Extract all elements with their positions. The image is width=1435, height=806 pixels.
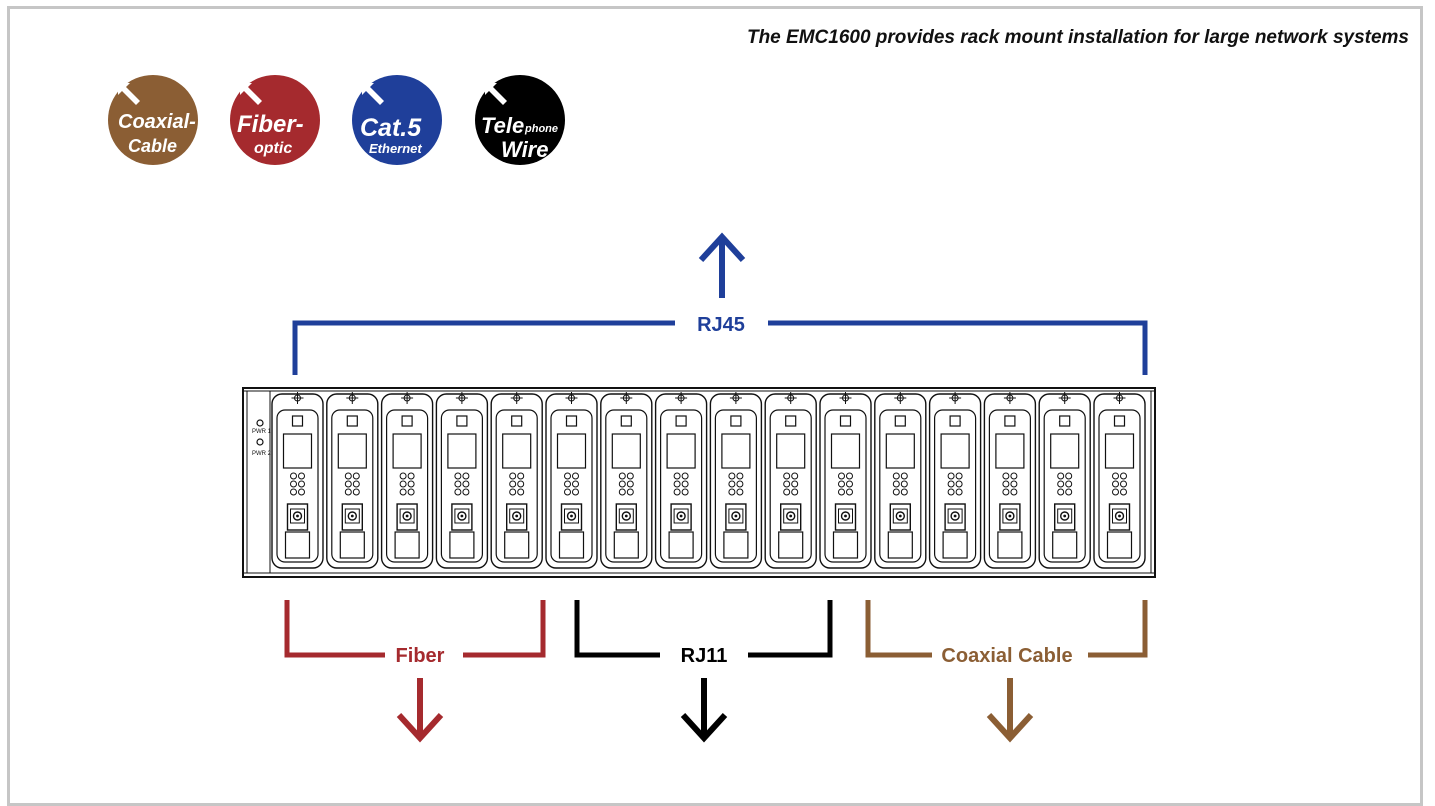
badge-telephone-line2: Wire — [501, 137, 548, 162]
module-slot — [545, 392, 598, 569]
figure-caption: The EMC1600 provides rack mount installa… — [746, 27, 1409, 48]
arrow-down-icon — [986, 678, 1034, 743]
emc1600-chassis: PWR 1 PWR 2 — [242, 387, 1156, 578]
coax-label: Coaxial Cable — [941, 645, 1072, 667]
rj11-label: RJ11 — [681, 645, 728, 667]
badge-telephone-line1b: phone — [524, 123, 558, 135]
module-slot — [271, 392, 324, 569]
power-led-panel: PWR 1 PWR 2 — [252, 419, 272, 457]
module-slot — [600, 392, 653, 569]
badge-telephone-line1a: Tele — [481, 113, 524, 138]
module-slot — [380, 392, 434, 569]
fiber-group: Fiber — [284, 600, 546, 743]
module-slot — [764, 392, 817, 569]
badge-coaxial-line1: Coaxial- — [118, 111, 196, 133]
coax-group: Coaxial Cable — [865, 600, 1148, 743]
badge-telephone-wire: Tele phone Wire — [475, 75, 565, 165]
rj11-group: RJ11 — [574, 600, 833, 743]
module-slot — [1038, 392, 1091, 569]
badge-fiber-line2: optic — [254, 140, 292, 157]
rj45-group: RJ45 — [292, 232, 1148, 375]
arrow-down-icon — [680, 678, 728, 743]
pwr1-label: PWR 1 — [252, 429, 272, 435]
badge-cat5-line1: Cat.5 — [360, 114, 422, 142]
module-slots — [271, 392, 1146, 569]
rj11-bracket — [574, 600, 833, 658]
module-slot — [435, 392, 489, 569]
arrow-up-icon — [698, 232, 746, 298]
badge-fiber-line1: Fiber- — [237, 111, 304, 138]
module-slot — [819, 392, 872, 569]
badge-cat5-line2: Ethernet — [369, 141, 422, 156]
module-slot — [654, 392, 708, 569]
pwr1-led — [256, 419, 264, 427]
module-slot — [983, 392, 1037, 569]
module-slot — [874, 392, 927, 569]
rj45-bracket — [292, 320, 1148, 375]
fiber-label: Fiber — [396, 645, 445, 667]
module-slot — [928, 392, 982, 569]
coax-bracket — [865, 600, 1148, 658]
badge-fiber-optic: Fiber- optic — [230, 75, 320, 165]
fiber-bracket — [284, 600, 546, 658]
module-slot — [490, 392, 543, 569]
pwr2-label: PWR 2 — [252, 451, 272, 457]
badge-coaxial-line2: Cable — [128, 136, 177, 156]
pwr2-led — [256, 438, 264, 446]
badge-cat5-ethernet: Cat.5 Ethernet — [352, 75, 442, 165]
badge-coaxial-cable: Coaxial- Cable — [108, 75, 198, 165]
module-slot — [1093, 392, 1146, 569]
rj45-label: RJ45 — [697, 314, 745, 336]
arrow-down-icon — [396, 678, 444, 743]
module-slot — [709, 392, 763, 569]
module-slot — [326, 392, 379, 569]
